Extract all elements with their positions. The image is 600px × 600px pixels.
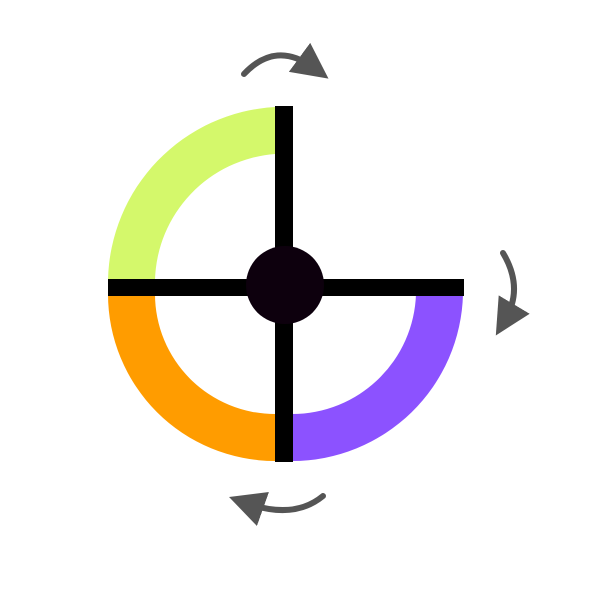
ring-segment-top-left[interactable] <box>108 107 275 280</box>
center-hub[interactable] <box>246 246 324 324</box>
rotate-arrow-icon[interactable] <box>229 492 326 526</box>
ring-segment-bottom-left[interactable] <box>108 294 275 461</box>
rotate-arrow-icon[interactable] <box>495 250 530 336</box>
rotate-arrow-icon[interactable] <box>241 42 329 79</box>
ring-segment-bottom-right[interactable] <box>292 294 463 461</box>
